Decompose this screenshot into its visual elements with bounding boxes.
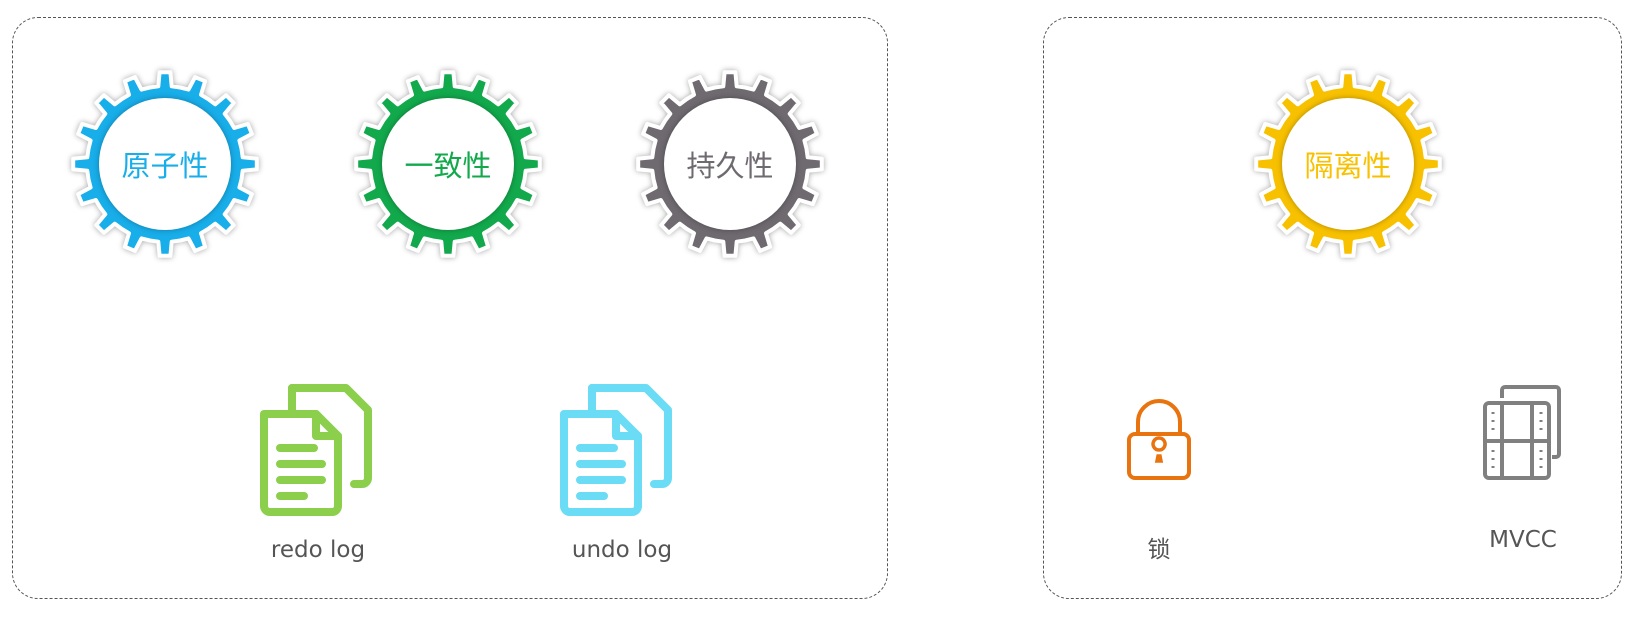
gear-label: 原子性 <box>121 149 209 183</box>
lock-label: 锁 <box>1147 537 1171 563</box>
gear-icon <box>354 70 542 258</box>
document-copy-icon <box>560 384 672 516</box>
acid-group-box <box>12 17 888 599</box>
film-copy-icon <box>1483 385 1561 480</box>
document-copy-icon <box>260 384 372 516</box>
gear-icon <box>71 70 259 258</box>
lock-icon <box>1127 399 1191 480</box>
gear-icon <box>636 70 824 258</box>
mvcc-label: MVCC <box>1489 527 1557 553</box>
undo-log-label: undo log <box>571 537 673 563</box>
gear-atomicity: 原子性 <box>65 64 265 264</box>
gear-icon <box>1254 70 1442 258</box>
gear-durability: 持久性 <box>630 64 830 264</box>
gear-label: 一致性 <box>404 149 492 183</box>
redo-log-label: redo log <box>270 537 366 563</box>
gear-isolation: 隔离性 <box>1248 64 1448 264</box>
gear-label: 隔离性 <box>1304 149 1392 183</box>
gear-consistency: 一致性 <box>348 64 548 264</box>
isolation-group-box <box>1043 17 1622 599</box>
gear-label: 持久性 <box>686 149 774 183</box>
